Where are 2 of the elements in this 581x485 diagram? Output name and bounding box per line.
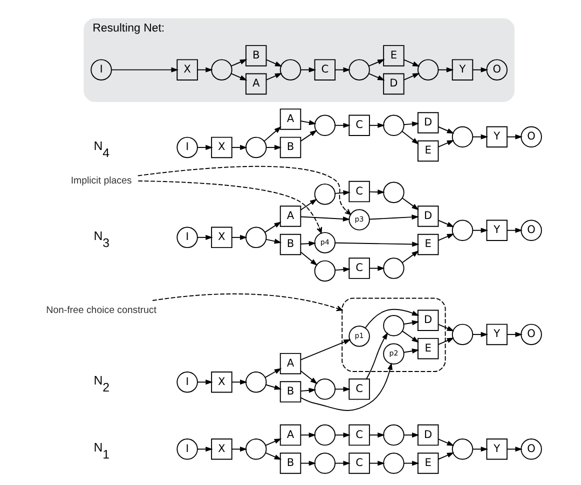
node-text: Non-free choice construct — [46, 305, 156, 316]
node-text: Implicit places — [70, 175, 132, 186]
